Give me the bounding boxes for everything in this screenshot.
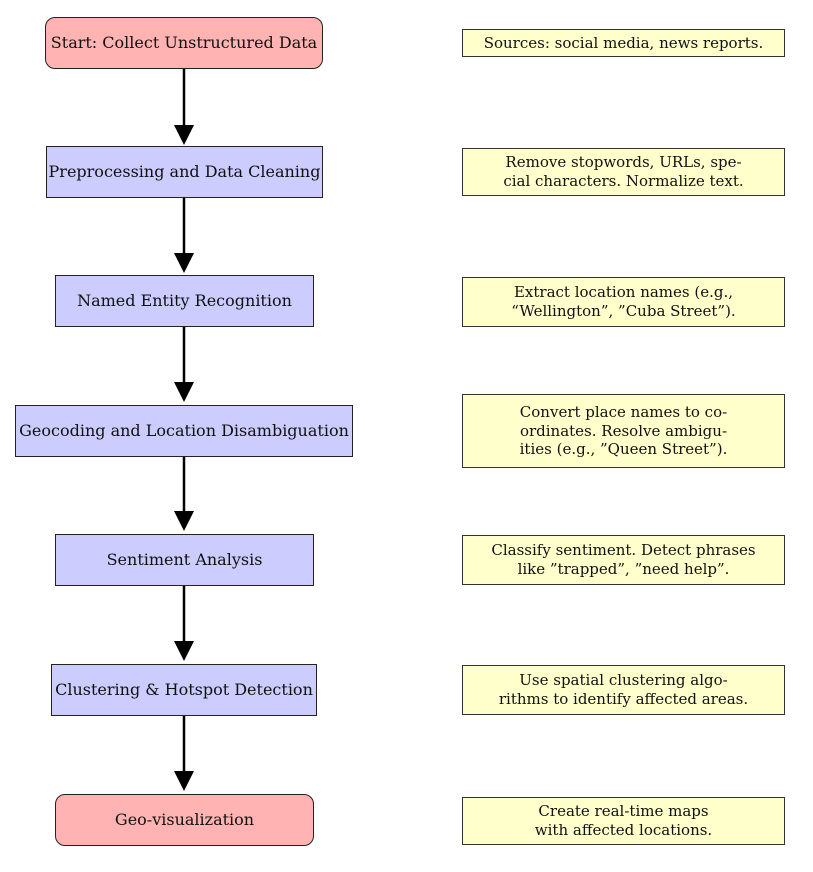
note-clustering: Use spatial clustering algo- rithms to i… <box>462 665 785 715</box>
ner-node: Named Entity Recognition <box>55 275 314 327</box>
note-ner: Extract location names (e.g., “Wellingto… <box>462 277 785 327</box>
geocoding-node: Geocoding and Location Disambiguation <box>15 405 353 457</box>
sentiment-node: Sentiment Analysis <box>55 534 314 586</box>
geo-visualization-node: Geo-visualization <box>55 794 314 846</box>
preprocessing-node: Preprocessing and Data Cleaning <box>46 146 323 198</box>
note-sentiment: Classify sentiment. Detect phrases like … <box>462 535 785 585</box>
note-preprocessing: Remove stopwords, URLs, spe- cial charac… <box>462 148 785 196</box>
clustering-node: Clustering & Hotspot Detection <box>51 664 317 716</box>
start-node: Start: Collect Unstructured Data <box>45 17 323 69</box>
note-start: Sources: social media, news reports. <box>462 29 785 57</box>
note-geocoding: Convert place names to co- ordinates. Re… <box>462 394 785 468</box>
note-geo-visualization: Create real-time maps with affected loca… <box>462 797 785 845</box>
